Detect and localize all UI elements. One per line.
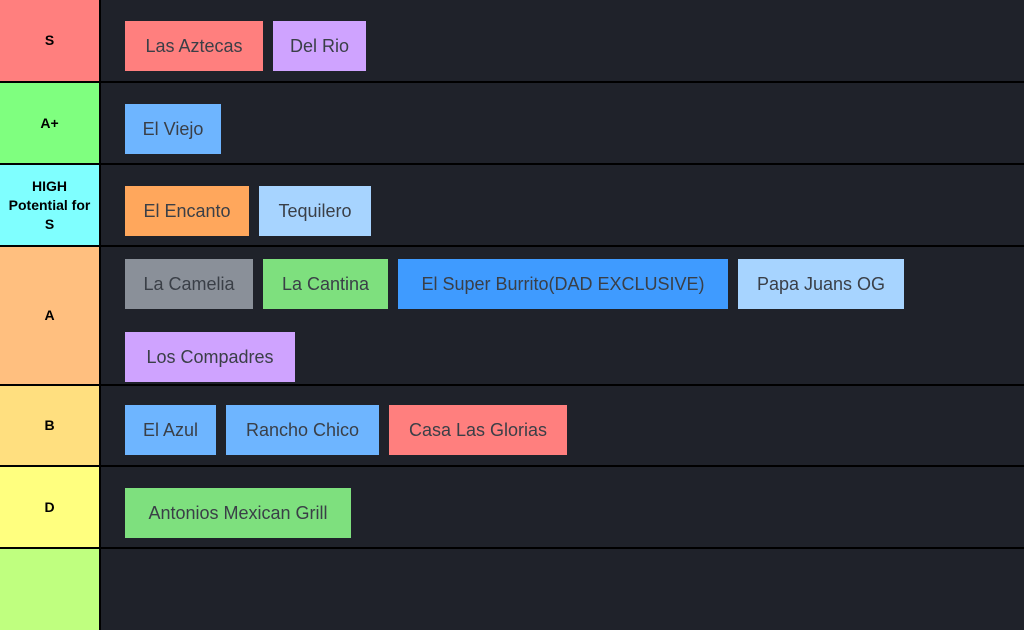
tier-item[interactable]: Rancho Chico (226, 405, 379, 455)
tier-row-d: D Antonios Mexican Grill (0, 467, 1024, 547)
tier-label-unlabeled (0, 549, 99, 630)
tier-item[interactable]: El Encanto (125, 186, 249, 236)
tier-content-unlabeled[interactable] (101, 549, 1024, 630)
tier-label-s: S (0, 0, 99, 81)
tier-item[interactable]: La Camelia (125, 259, 253, 309)
tier-item[interactable]: La Cantina (263, 259, 388, 309)
tier-item[interactable]: Antonios Mexican Grill (125, 488, 351, 538)
tier-row-unlabeled (0, 549, 1024, 630)
tier-item[interactable]: El Viejo (125, 104, 221, 154)
tier-item[interactable]: Las Aztecas (125, 21, 263, 71)
tier-content-high-potential[interactable]: El Encanto Tequilero (101, 165, 1024, 245)
tier-item[interactable]: Del Rio (273, 21, 366, 71)
tier-content-a[interactable]: La Camelia La Cantina El Super Burrito(D… (101, 247, 1024, 384)
tier-content-b[interactable]: El Azul Rancho Chico Casa Las Glorias (101, 386, 1024, 465)
tier-label-high-potential: HIGH Potential for S (0, 165, 99, 245)
tier-item[interactable]: El Azul (125, 405, 216, 455)
tier-row-s: S Las Aztecas Del Rio (0, 0, 1024, 81)
tier-item[interactable]: Casa Las Glorias (389, 405, 567, 455)
tier-label-b: B (0, 386, 99, 465)
tier-row-a-plus: A+ El Viejo (0, 83, 1024, 163)
tier-row-a: A La Camelia La Cantina El Super Burrito… (0, 247, 1024, 384)
tier-row-b: B El Azul Rancho Chico Casa Las Glorias (0, 386, 1024, 465)
tier-item[interactable]: Tequilero (259, 186, 371, 236)
tier-content-d[interactable]: Antonios Mexican Grill (101, 467, 1024, 547)
tier-content-s[interactable]: Las Aztecas Del Rio (101, 0, 1024, 81)
tier-row-high-potential: HIGH Potential for S El Encanto Tequiler… (0, 165, 1024, 245)
tier-label-a: A (0, 247, 99, 384)
tier-label-a-plus: A+ (0, 83, 99, 163)
tier-item[interactable]: Los Compadres (125, 332, 295, 382)
tier-content-a-plus[interactable]: El Viejo (101, 83, 1024, 163)
tier-label-d: D (0, 467, 99, 547)
tier-item[interactable]: El Super Burrito(DAD EXCLUSIVE) (398, 259, 728, 309)
tier-item[interactable]: Papa Juans OG (738, 259, 904, 309)
